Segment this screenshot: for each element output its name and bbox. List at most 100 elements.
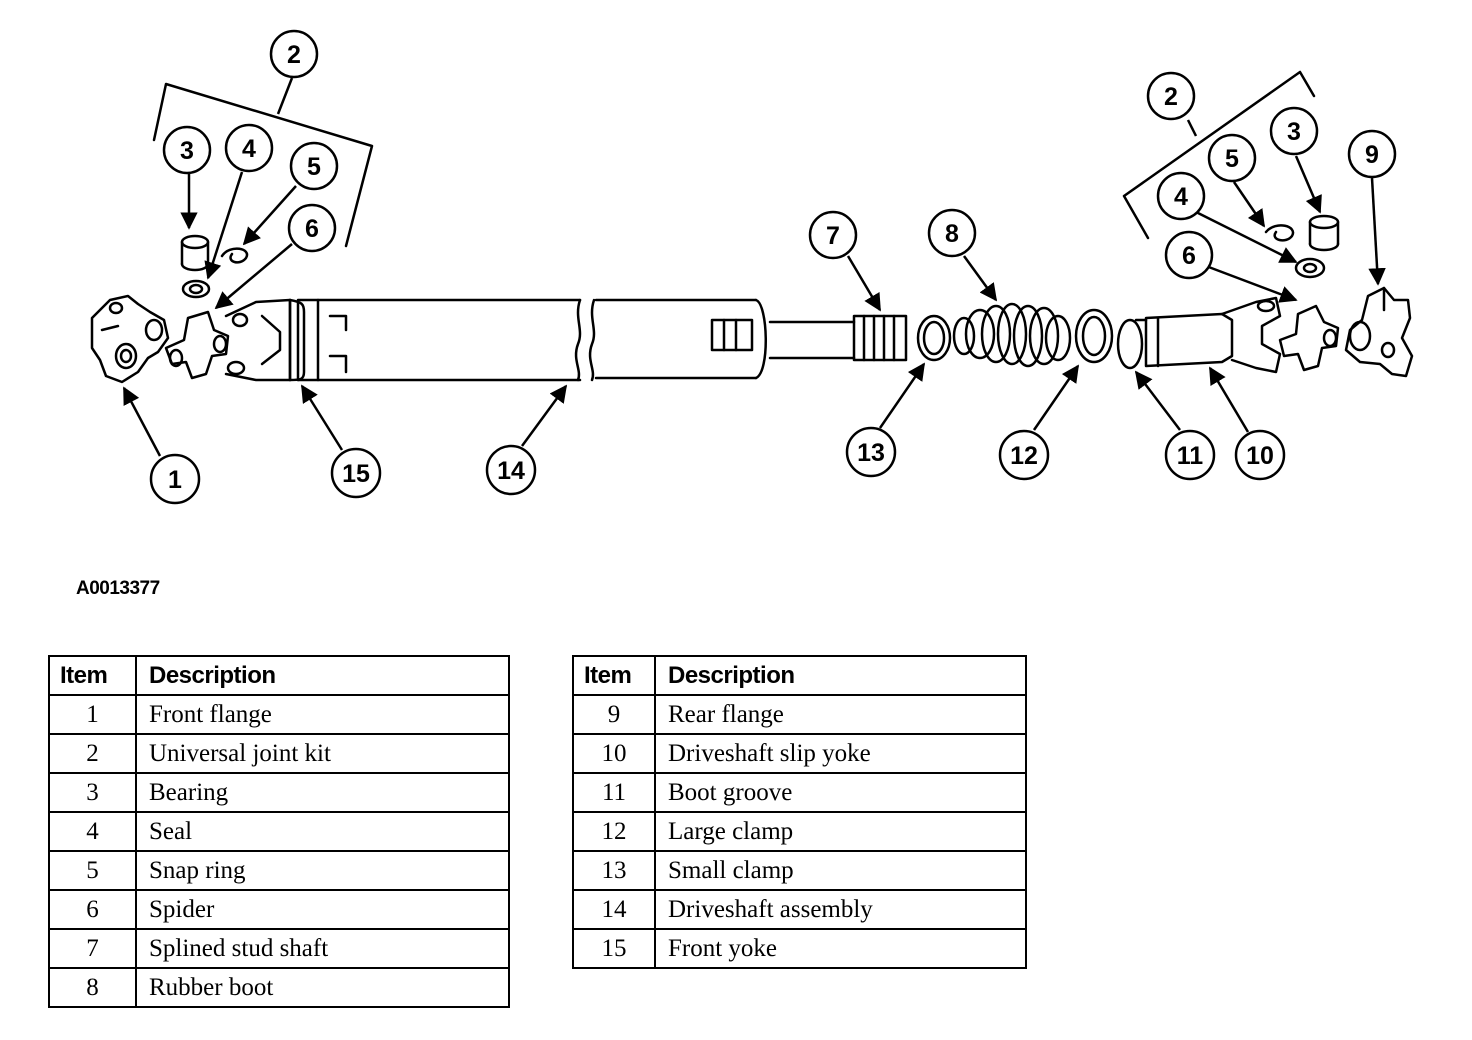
item-description: Boot groove [654, 772, 1027, 813]
item-number: 9 [572, 694, 656, 735]
driveshaft-tube [296, 298, 767, 382]
callout-3-left: 3 [162, 125, 212, 175]
leader-6-right [1205, 264, 1298, 303]
item-number: 8 [48, 967, 137, 1008]
leader-9 [1368, 177, 1386, 286]
seal-right [1294, 257, 1326, 279]
callout-12: 12 [998, 429, 1050, 481]
callout-8: 8 [927, 208, 977, 258]
item-number: 4 [48, 811, 137, 852]
item-header: Item [572, 655, 656, 696]
item-description: Bearing [135, 772, 510, 813]
item-number: 6 [48, 889, 137, 930]
svg-text:5: 5 [1225, 145, 1239, 173]
leader-10 [1208, 366, 1250, 433]
small-clamp-part [916, 314, 952, 362]
svg-text:2: 2 [287, 41, 301, 69]
large-clamp-part [1074, 308, 1114, 364]
leader-14 [520, 384, 568, 447]
item-description: Spider [135, 889, 510, 930]
callout-10: 10 [1234, 429, 1286, 481]
item-number: 1 [48, 694, 137, 735]
item-description: Front yoke [654, 928, 1027, 969]
svg-text:15: 15 [342, 460, 370, 488]
item-description: Front flange [135, 694, 510, 735]
svg-text:4: 4 [242, 135, 256, 163]
svg-text:13: 13 [857, 439, 885, 467]
leader-12 [1032, 364, 1080, 431]
snap-ring-right [1264, 224, 1295, 242]
leader-1 [122, 386, 162, 457]
description-header: Description [654, 655, 1027, 696]
item-description: Rear flange [654, 694, 1027, 735]
splined-stud-shaft-part [768, 314, 908, 362]
svg-text:4: 4 [1174, 183, 1188, 211]
leader-6-left [214, 243, 293, 310]
item-number: 10 [572, 733, 656, 774]
front-yoke-part [224, 298, 306, 382]
callout-7: 7 [808, 210, 858, 260]
item-number: 13 [572, 850, 656, 891]
seal-left [181, 279, 211, 299]
description-header: Description [135, 655, 510, 696]
callout-2-right: 2 [1146, 71, 1196, 121]
callout-2-left: 2 [269, 29, 319, 79]
item-number: 7 [48, 928, 137, 969]
svg-text:6: 6 [1182, 242, 1196, 270]
legend-header-row: Item Description [48, 655, 510, 696]
svg-text:8: 8 [945, 220, 959, 248]
item-description: Splined stud shaft [135, 928, 510, 969]
svg-text:12: 12 [1010, 442, 1038, 470]
callout-13: 13 [845, 426, 897, 478]
item-description: Seal [135, 811, 510, 852]
leader-7 [846, 255, 882, 312]
callout-6-left: 6 [287, 203, 337, 253]
item-number: 12 [572, 811, 656, 852]
driveshaft-exploded-diagram: 2 3 4 5 6 1 15 14 7 8 13 12 11 10 2 5 3 … [90, 29, 1414, 505]
item-description: Small clamp [654, 850, 1027, 891]
item-description: Driveshaft assembly [654, 889, 1027, 930]
leader-13 [878, 362, 926, 429]
item-description: Driveshaft slip yoke [654, 733, 1027, 774]
item-description: Universal joint kit [135, 733, 510, 774]
spider-right [1278, 304, 1340, 372]
svg-text:1: 1 [168, 466, 182, 494]
svg-text:3: 3 [180, 137, 194, 165]
svg-text:14: 14 [497, 457, 525, 485]
svg-text:10: 10 [1246, 442, 1274, 470]
svg-text:2: 2 [1164, 83, 1178, 111]
leader-8 [962, 255, 998, 302]
svg-text:9: 9 [1365, 141, 1379, 169]
leader-3-right [1294, 155, 1322, 214]
callout-9: 9 [1347, 129, 1397, 179]
item-number: 14 [572, 889, 656, 930]
item-number: 2 [48, 733, 137, 774]
svg-text:5: 5 [307, 153, 321, 181]
item-number: 5 [48, 850, 137, 891]
callout-11: 11 [1164, 429, 1216, 481]
driveshaft-slip-yoke-part [1116, 296, 1282, 374]
spider-left [164, 310, 230, 380]
leader-2-left [276, 77, 294, 115]
rubber-boot-part [952, 302, 1072, 368]
svg-text:6: 6 [305, 215, 319, 243]
callout-6-right: 6 [1164, 230, 1214, 280]
leader-lines [122, 77, 1386, 457]
leader-5-right [1232, 181, 1266, 228]
item-description: Rubber boot [135, 967, 510, 1008]
item-number: 3 [48, 772, 137, 813]
legend-header-row: Item Description [572, 655, 1027, 696]
callout-5-right: 5 [1207, 133, 1257, 183]
